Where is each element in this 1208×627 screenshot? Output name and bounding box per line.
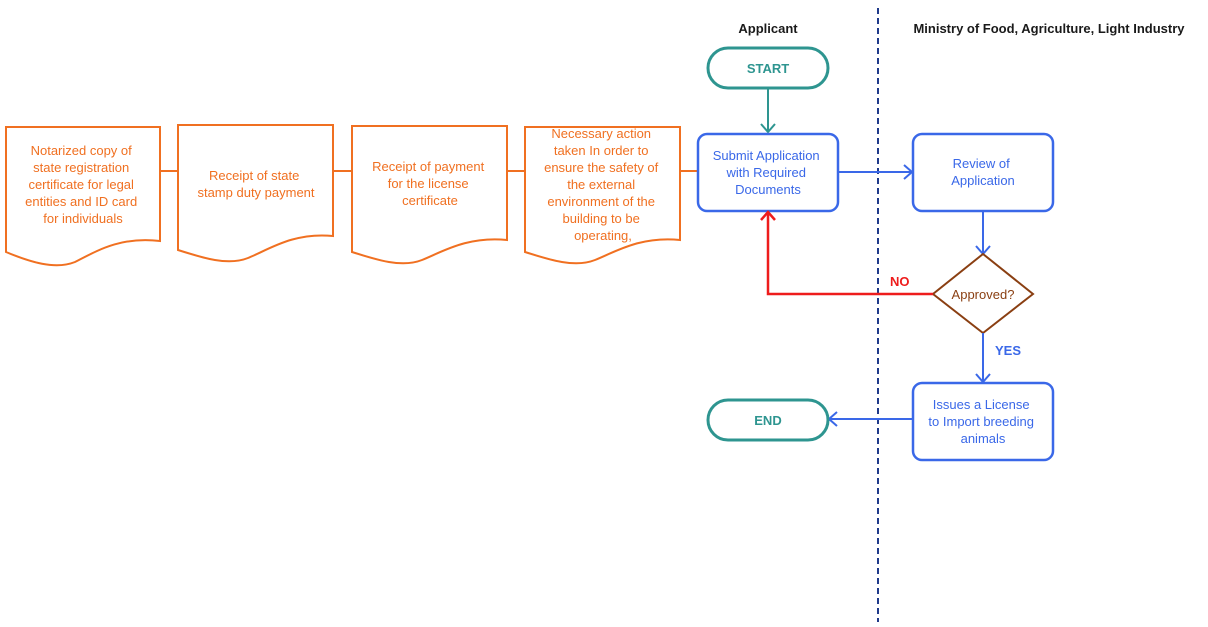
arrow-no-resubmit	[766, 212, 933, 296]
arrowhead-no-resubmit	[760, 210, 776, 221]
yes-label: YES	[995, 343, 1021, 358]
start-label: START	[747, 61, 789, 76]
issue-license-label: Issues a License to Import breeding anim…	[928, 397, 1037, 446]
arrowhead-start-submit	[760, 123, 776, 134]
document-text-4: Necessary action taken In order to ensur…	[544, 126, 662, 243]
no-label: NO	[890, 274, 910, 289]
issue-license-box	[911, 381, 1055, 462]
end-label: END	[754, 413, 781, 428]
document-text-3: Receipt of payment for the license certi…	[372, 159, 488, 208]
document-shape-3	[351, 125, 508, 265]
document-text-1: Notarized copy of state registration cer…	[25, 143, 141, 226]
approved-decision-label: Approved?	[952, 287, 1015, 302]
end-terminal	[706, 398, 830, 442]
lane-title-ministry: Ministry of Food, Agriculture, Light Ind…	[913, 21, 1185, 36]
document-shape-4	[524, 126, 681, 265]
document-text-2: Receipt of state stamp duty payment	[197, 168, 314, 200]
document-shape-2	[177, 124, 334, 263]
submit-application-label: Submit Application with Required Documen…	[713, 148, 824, 197]
document-shape-1	[5, 126, 161, 267]
lane-title-applicant: Applicant	[738, 21, 798, 36]
review-application-label: Review of Application	[951, 156, 1015, 188]
